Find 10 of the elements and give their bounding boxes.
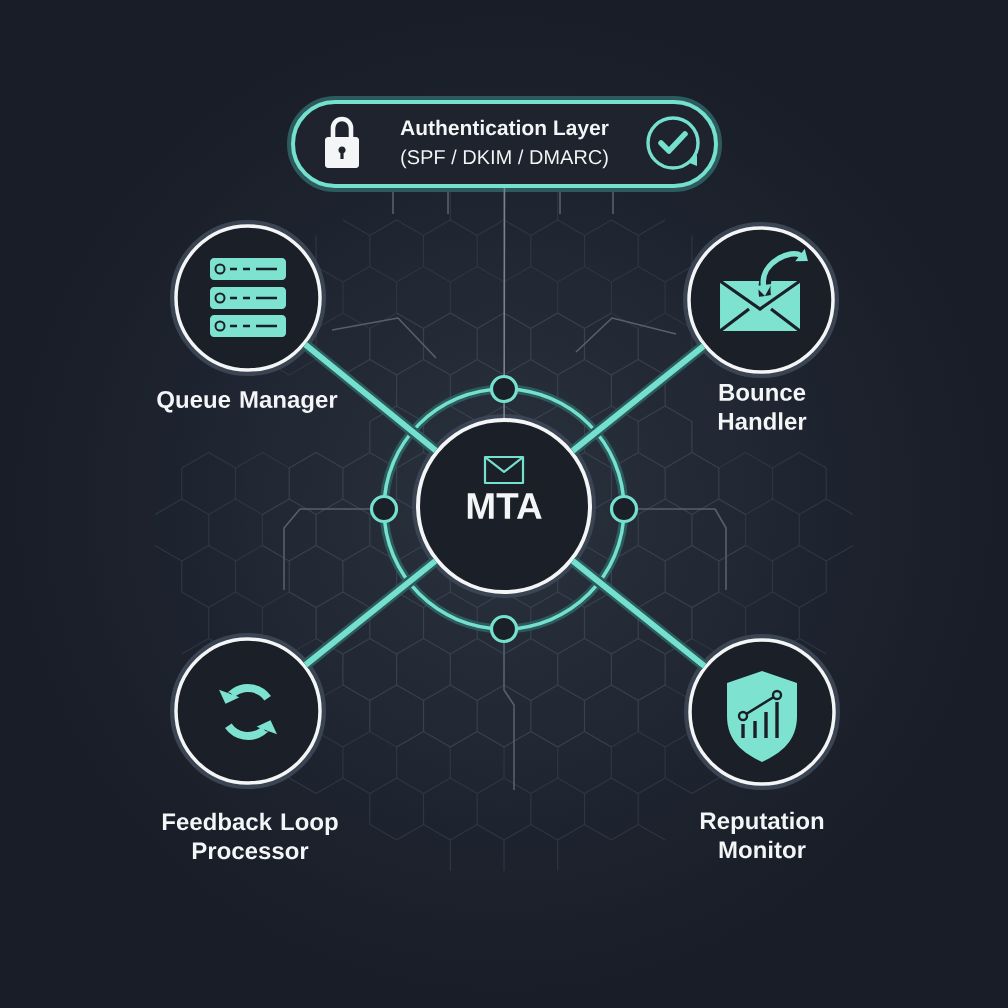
node-label: Feedback Loop Processor — [162, 812, 338, 860]
connector-line — [569, 556, 708, 671]
connector-line — [569, 341, 707, 456]
connector-line — [301, 340, 440, 455]
node-label: Queue Manager — [157, 391, 338, 413]
layer-pill: Authentication Layer (SPF / DKIM / DMARC) — [287, 96, 722, 192]
connector-line — [302, 556, 439, 670]
node-label: Bounce Handler — [718, 384, 807, 430]
node-label: Reputation Monitor — [700, 811, 824, 859]
connector-line — [503, 187, 506, 419]
